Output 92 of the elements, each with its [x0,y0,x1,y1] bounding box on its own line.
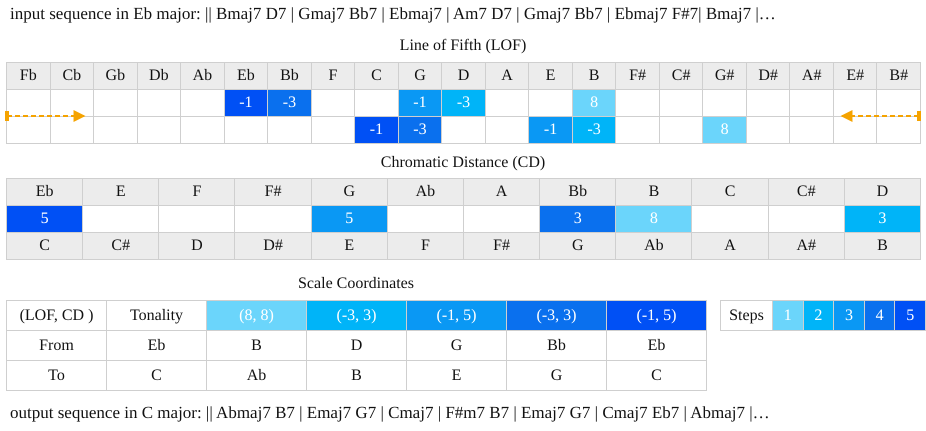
header-cell: A# [790,63,834,90]
header-cell: E [529,63,573,90]
section-title: Chromatic Distance (CD) [380,154,546,171]
section-title: Scale Coordinates [298,275,414,292]
header-cell: A [486,63,530,90]
value-cell: 8 [572,90,616,117]
header-cell: E# [834,63,878,90]
header-cell: Cb [50,63,94,90]
legend-swatch: 4 [864,301,896,331]
header-cell: D# [746,63,790,90]
header-cell: F# [616,63,660,90]
header-cell: C# [660,63,704,90]
value-cell: -1 [224,90,268,117]
table-cell: Eb [607,331,707,361]
table-cell: C [107,361,207,391]
coordinate-cell: (-1, 5) [607,301,707,331]
header-cell: D [159,233,236,260]
value-cell: -3 [572,117,616,144]
table-cell: D [307,331,407,361]
value-cell: 3 [540,206,616,233]
header-cell: Fb [7,63,51,90]
table-cell: Tonality [107,301,207,331]
legend-title: Steps [721,301,773,331]
table-cell: G [507,361,607,391]
table-cell: From [7,331,107,361]
header-cell: Db [138,63,182,90]
header-cell: G [312,179,388,206]
value-cell: 5 [312,206,388,233]
legend-swatch: 1 [773,301,804,331]
legend-swatch: 3 [834,301,865,331]
table-cell: Ab [207,361,307,391]
value-cell: 8 [616,206,692,233]
section-title: Line of Fifth (LOF) [400,37,526,54]
header-cell: Bb [540,179,616,206]
value-cell: 5 [7,206,84,233]
header-cell: G [540,233,616,260]
header-cell: F [312,63,356,90]
header-cell: D [442,63,486,90]
coordinate-cell: (-1, 5) [407,301,507,331]
header-cell: D [844,179,921,206]
header-cell: F# [235,179,312,206]
table-cell: Eb [107,331,207,361]
coordinate-cell: (-3, 3) [307,301,407,331]
output-sequence-text: output sequence in C major: || Abmaj7 B7 | Emaj7 G7 | Cmaj7 | F#m7 B7 | Emaj7 G7 | Cmaj7 Eb7 | Abmaj7 |… [10,403,770,423]
value-cell: -3 [442,90,486,117]
header-cell: F [388,233,464,260]
value-cell: 3 [844,206,921,233]
table-cell: (LOF, CD ) [7,301,107,331]
header-cell: C# [83,233,160,260]
header-cell: G# [703,63,747,90]
header-cell: Ab [388,179,464,206]
value-cell: 8 [703,117,747,144]
table-cell: B [207,331,307,361]
table-cell: E [407,361,507,391]
table-cell: Bb [507,331,607,361]
header-cell: A# [768,233,845,260]
value-cell: -1 [398,90,442,117]
header-cell: D# [235,233,312,260]
header-cell: C# [768,179,845,206]
table-cell: C [607,361,707,391]
header-cell: G [398,63,442,90]
legend-swatch: 2 [804,301,834,331]
header-cell: B [616,179,692,206]
value-cell: -3 [268,90,312,117]
header-cell: A [692,233,769,260]
header-cell: F [159,179,236,206]
header-cell: B [572,63,616,90]
header-cell: A [464,179,540,206]
value-cell: -1 [355,117,399,144]
input-sequence-text: input sequence in Eb major: || Bmaj7 D7 | Gmaj7 Bb7 | Ebmaj7 | Am7 D7 | Gmaj7 Bb7 | Ebmaj7 F#7| Bmaj7 |… [10,4,776,24]
coordinate-cell: (-3, 3) [507,301,607,331]
value-cell: -3 [398,117,442,144]
header-cell: C [7,233,84,260]
header-cell: Eb [7,179,84,206]
header-cell: Ab [181,63,225,90]
legend-swatch: 5 [895,301,926,331]
header-cell: B# [877,63,921,90]
header-cell: Bb [268,63,312,90]
header-cell: Eb [224,63,268,90]
header-cell: B [844,233,921,260]
coordinate-cell: (8, 8) [207,301,307,331]
header-cell: E [312,233,388,260]
table-cell: G [407,331,507,361]
header-cell: C [355,63,399,90]
header-cell: C [692,179,769,206]
header-cell: Gb [94,63,138,90]
header-cell: E [83,179,160,206]
value-cell: -1 [529,117,573,144]
header-cell: Ab [616,233,692,260]
header-cell: F# [464,233,540,260]
table-cell: To [7,361,107,391]
table-cell: B [307,361,407,391]
